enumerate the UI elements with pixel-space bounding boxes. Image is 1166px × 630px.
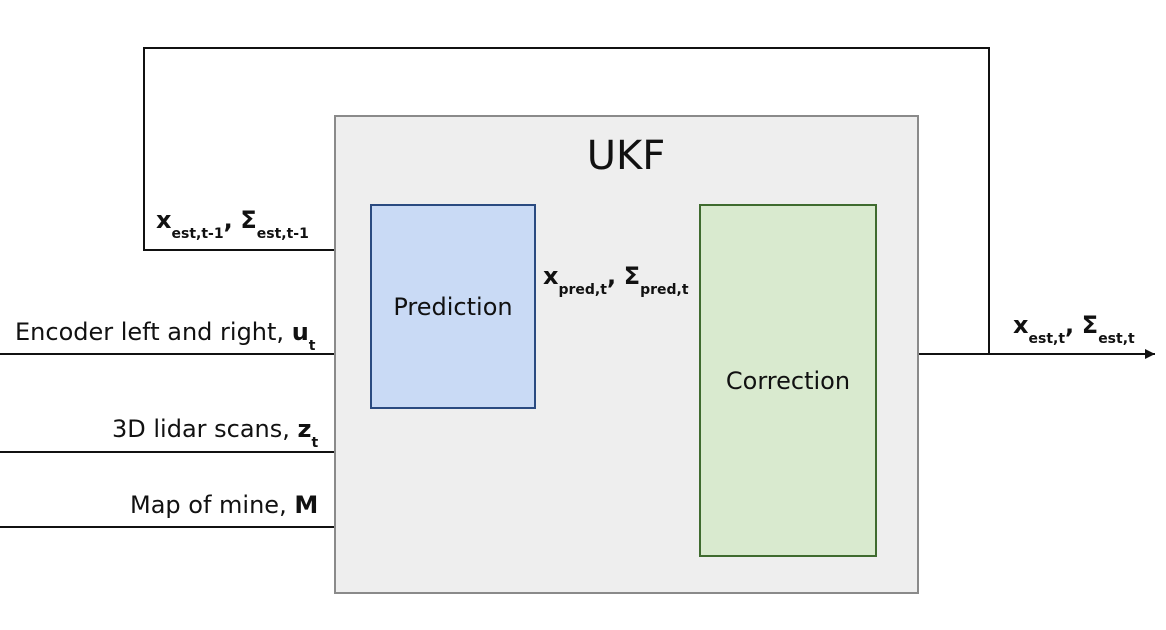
prev-separator: , bbox=[223, 206, 233, 234]
predicted-state-label: xpred,t, Σpred,t bbox=[543, 264, 689, 297]
est-x-subscript: est,t bbox=[1028, 331, 1066, 347]
prev-sigma-symbol: Σ bbox=[240, 206, 257, 234]
est-sigma-subscript: est,t bbox=[1098, 331, 1135, 347]
encoder-text: Encoder left and right, bbox=[15, 318, 292, 346]
est-separator: , bbox=[1065, 311, 1075, 339]
lidar-text: 3D lidar scans, bbox=[112, 415, 298, 443]
correction-label: Correction bbox=[725, 366, 851, 395]
feedback-loop-line bbox=[143, 47, 990, 354]
est-x-symbol: x bbox=[1013, 311, 1029, 339]
correction-block[interactable]: Correction bbox=[699, 204, 877, 557]
prev-x-symbol: x bbox=[156, 206, 172, 234]
previous-state-label: xest,t-1, Σest,t-1 bbox=[156, 208, 309, 241]
prev-sigma-subscript: est,t-1 bbox=[256, 226, 309, 242]
map-symbol: M bbox=[294, 491, 319, 519]
encoder-input-label: Encoder left and right, ut bbox=[15, 320, 315, 353]
prediction-label: Prediction bbox=[393, 292, 513, 321]
prediction-block[interactable]: Prediction bbox=[370, 204, 536, 409]
pred-x-symbol: x bbox=[543, 262, 559, 290]
lidar-symbol: z bbox=[297, 415, 312, 443]
encoder-subscript: t bbox=[308, 338, 316, 354]
pred-x-subscript: pred,t bbox=[558, 282, 607, 298]
map-text: Map of mine, bbox=[130, 491, 295, 519]
prev-x-subscript: est,t-1 bbox=[171, 226, 224, 242]
encoder-symbol: u bbox=[291, 318, 309, 346]
map-input-label: Map of mine, M bbox=[130, 493, 318, 517]
pred-sigma-subscript: pred,t bbox=[640, 282, 689, 298]
pred-sigma-symbol: Σ bbox=[623, 262, 641, 290]
pred-separator: , bbox=[606, 262, 617, 290]
lidar-subscript: t bbox=[311, 435, 319, 451]
lidar-input-label: 3D lidar scans, zt bbox=[112, 417, 318, 450]
est-sigma-symbol: Σ bbox=[1081, 311, 1099, 339]
estimated-state-label: xest,t, Σest,t bbox=[1013, 313, 1135, 346]
